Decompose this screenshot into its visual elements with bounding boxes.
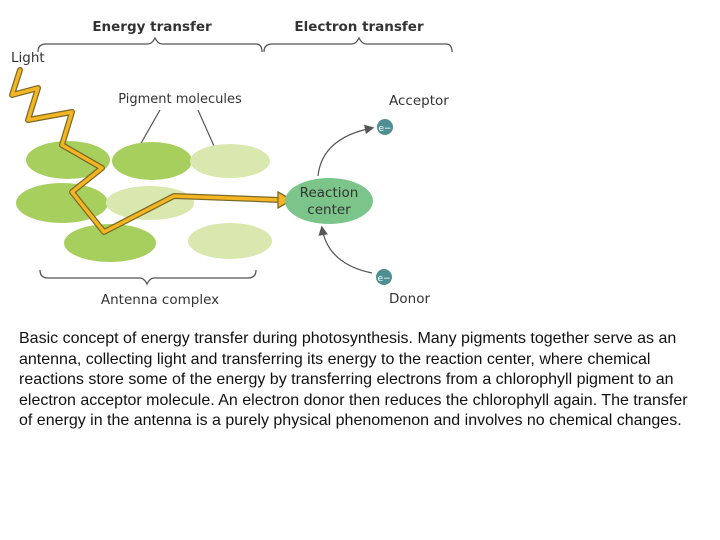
acceptor-label: Acceptor [389,93,449,109]
light-energy-arrowhead [277,190,294,210]
electron-to-acceptor-arrow [317,124,375,177]
donor-label: Donor [389,291,430,307]
acceptor-electron-symbol: e− [378,124,391,134]
reaction-center-label-line1: Reaction [300,185,359,201]
donor-electron-symbol: e− [377,274,390,284]
antenna-complex-label: Antenna complex [101,292,219,308]
reaction-center-label-line2: center [307,202,351,218]
acceptor-electron [377,119,393,135]
figure-caption: Basic concept of energy transfer during … [19,330,688,429]
donor-to-reaction-center-arrow [318,225,373,274]
pigment-molecule [190,144,270,178]
pigment-molecule [26,141,110,179]
donor-electron [376,269,392,285]
photosynthesis-diagram: Energy transfer Electron transfer Light … [0,0,470,320]
pigment-molecule [112,142,192,180]
pigment-molecule [188,223,272,259]
light-energy-path [10,68,282,234]
pigment-molecule [106,186,194,220]
electron-transfer-label: Electron transfer [294,19,424,35]
antenna-complex-bracket [39,269,257,286]
energy-transfer-label: Energy transfer [92,19,212,35]
energy-transfer-bracket [37,36,263,53]
pigment-molecules-label: Pigment molecules [118,92,242,107]
electron-transfer-bracket [263,36,453,53]
reaction-center [285,178,373,224]
pigment-pointer-right [197,109,215,147]
light-label: Light [11,50,45,66]
pigment-molecule [64,224,156,262]
